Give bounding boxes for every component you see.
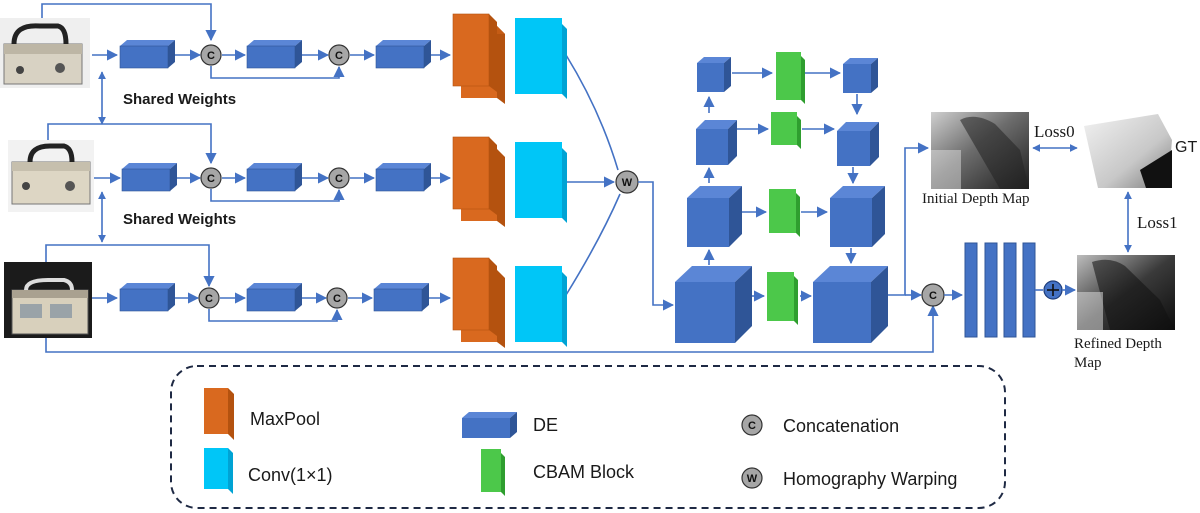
concat-circles-branches: C C C C C C xyxy=(198,44,350,309)
input-image-2 xyxy=(8,140,94,212)
legend-concat-icon: C xyxy=(741,414,763,436)
de-block xyxy=(375,163,431,192)
input-image-3 xyxy=(4,262,92,338)
concat-icon: C xyxy=(328,44,350,66)
concat-icon: C xyxy=(200,44,222,66)
conv-blocks xyxy=(515,18,567,347)
conv-block xyxy=(515,266,567,347)
svg-text:W: W xyxy=(747,473,758,485)
refined-depth-map-image xyxy=(1077,255,1175,330)
regularization-de-blocks xyxy=(675,57,888,343)
de-block xyxy=(246,283,302,312)
homography-warp-icon: W xyxy=(615,170,639,194)
maxpool-blocks xyxy=(452,13,505,348)
initial-depth-map-label: Initial Depth Map xyxy=(922,191,1029,207)
legend-concatenation-label: Concatenation xyxy=(783,416,899,436)
regularization-connections xyxy=(638,67,930,311)
branch-connections xyxy=(41,3,939,353)
refined-depth-map-label-1: Refined Depth xyxy=(1074,336,1162,352)
legend-maxpool-swatch xyxy=(204,388,234,440)
de-block xyxy=(373,283,429,312)
de-block xyxy=(843,58,878,93)
de-block xyxy=(813,266,888,343)
svg-text:C: C xyxy=(929,290,937,302)
legend-homography-icon: W xyxy=(741,467,763,489)
conv-block xyxy=(515,142,567,223)
svg-text:C: C xyxy=(207,50,215,62)
svg-text:C: C xyxy=(205,293,213,305)
legend-conv-swatch xyxy=(204,448,233,494)
loss1-label: Loss1 xyxy=(1137,213,1178,232)
de-block xyxy=(246,163,302,192)
input-image-1 xyxy=(0,18,90,88)
de-block xyxy=(675,266,752,343)
cbam-block xyxy=(767,272,798,325)
conv-block xyxy=(515,18,567,99)
svg-text:C: C xyxy=(748,420,756,432)
cbam-block xyxy=(771,112,801,149)
de-block xyxy=(837,122,879,166)
maxpool-block xyxy=(452,13,505,104)
legend-maxpool-label: MaxPool xyxy=(250,409,320,429)
svg-text:C: C xyxy=(335,173,343,185)
de-block xyxy=(830,186,885,247)
legend-conv-label: Conv(1×1) xyxy=(248,465,333,485)
legend-homography-label: Homography Warping xyxy=(783,469,957,489)
element-wise-sum-icon xyxy=(1043,280,1063,300)
legend-de-swatch xyxy=(462,412,517,438)
maxpool-block xyxy=(452,136,505,227)
concat-icon: C xyxy=(198,287,220,309)
initial-depth-map-image xyxy=(931,112,1029,189)
cbam-blocks xyxy=(767,52,805,325)
de-block xyxy=(246,40,302,69)
concat-icon: C xyxy=(326,287,348,309)
de-block xyxy=(119,40,175,69)
loss0-label: Loss0 xyxy=(1034,122,1075,141)
de-block xyxy=(375,40,431,69)
legend-de-label: DE xyxy=(533,415,558,435)
legend-cbam-label: CBAM Block xyxy=(533,462,635,482)
cbam-block xyxy=(769,189,800,237)
de-block xyxy=(119,283,175,312)
de-block xyxy=(121,163,177,192)
refined-depth-map-label-2: Map xyxy=(1074,355,1102,371)
refinement-layers xyxy=(964,242,1036,338)
legend: MaxPool Conv(1×1) DE CBAM Block C Concat… xyxy=(170,365,1006,509)
svg-text:W: W xyxy=(622,177,633,189)
shared-weights-label-2: Shared Weights xyxy=(123,211,236,228)
de-block xyxy=(696,120,737,165)
cbam-block xyxy=(776,52,805,104)
shared-weights-label-1: Shared Weights xyxy=(123,91,236,108)
gt-label: GT xyxy=(1175,139,1197,156)
concat-icon: C xyxy=(328,167,350,189)
de-block xyxy=(697,57,731,92)
svg-text:C: C xyxy=(335,50,343,62)
svg-text:C: C xyxy=(333,293,341,305)
svg-text:C: C xyxy=(207,173,215,185)
de-blocks-branches xyxy=(119,40,431,312)
ground-truth-image xyxy=(1080,112,1172,188)
de-block xyxy=(687,186,742,247)
concat-icon: C xyxy=(200,167,222,189)
maxpool-block xyxy=(452,257,505,348)
legend-cbam-swatch xyxy=(481,449,505,496)
final-concat-icon: C xyxy=(921,283,945,307)
